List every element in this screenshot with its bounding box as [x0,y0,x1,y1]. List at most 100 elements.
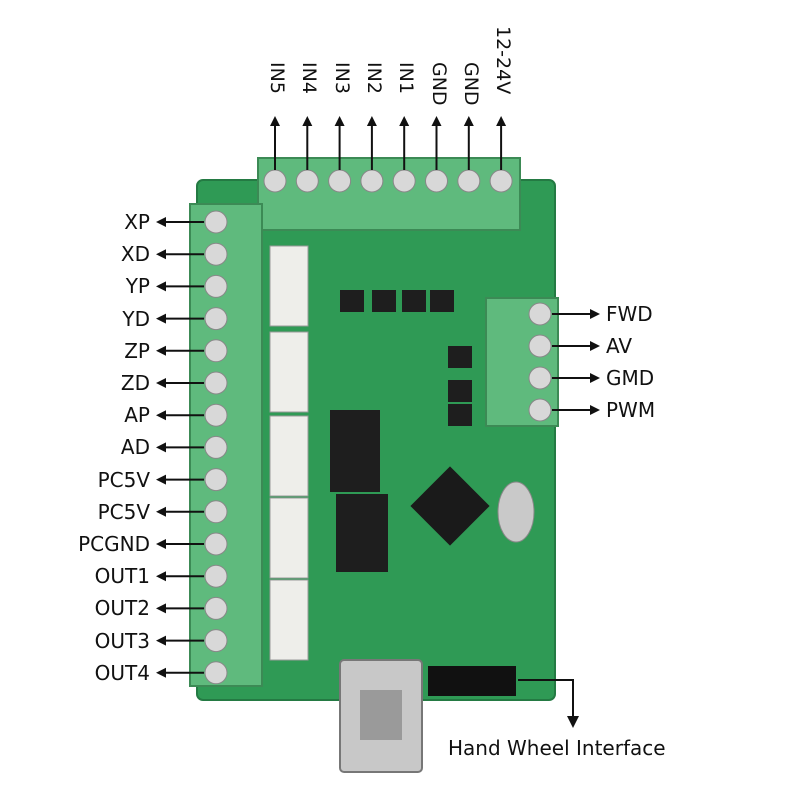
top-screw-terminal [328,169,352,193]
optocoupler [448,346,472,368]
top-pin-arrowhead [431,116,442,126]
left-pin-arrowhead [156,345,166,356]
right-pin-arrowhead [590,341,600,351]
left-pin-label: ZP [124,338,150,363]
left-pin-label: PCGND [78,532,150,556]
top-screw-terminal [263,169,287,193]
left-pin-label: AD [120,435,150,460]
handwheel-caption: Hand Wheel Interface [448,736,666,760]
left-pin-arrowhead [156,667,166,678]
left-screw-terminal [204,564,228,588]
right-pin-arrowhead [590,309,600,319]
right-pin-label: AV [606,334,633,358]
top-pin-label: IN4 [298,62,321,94]
top-pin-label: GND [427,62,450,106]
top-pin-arrowhead [334,116,345,126]
optocoupler [402,290,426,312]
right-screw-terminal [528,334,552,358]
jst-connector [269,415,309,497]
left-screw-terminal [204,242,228,266]
top-pin-label: GND [459,62,482,106]
top-pin-arrowhead [463,116,474,126]
left-pin-arrowhead [156,410,166,421]
handwheel-leader-line [518,679,574,718]
left-pin-label: PC5V [97,467,150,492]
left-screw-terminal [204,307,228,331]
handwheel-arrowhead [567,716,579,728]
left-pin-arrowhead [156,217,166,227]
top-screw-terminal [360,169,384,193]
top-screw-terminal [489,169,513,193]
left-pin-arrowhead [156,506,166,517]
left-pin-arrowhead [156,539,166,549]
left-pin-label: AP [124,403,150,428]
jst-connector [269,497,309,579]
left-pin-arrowhead [156,281,166,292]
left-screw-terminal [204,435,228,459]
left-pin-arrowhead [156,635,166,646]
driver-ic [330,410,380,492]
right-pin-arrowhead [590,405,600,415]
right-pin-label: FWD [606,302,653,326]
left-pin-arrowhead [156,474,166,485]
jst-connector [269,245,309,327]
top-screw-terminal [295,169,319,193]
left-screw-terminal [204,661,228,685]
left-pin-label: ZD [120,371,150,395]
crystal [497,481,535,543]
top-pin-arrowhead [302,116,313,126]
left-pin-arrowhead [156,571,166,582]
left-pin-label: YD [122,306,150,331]
right-screw-terminal [528,398,552,422]
left-pin-label: PC5V [97,499,150,524]
right-screw-terminal [528,302,552,326]
top-pin-arrowhead [496,116,507,126]
optocoupler [340,290,364,312]
left-screw-terminal [204,532,228,556]
left-pin-arrowhead [156,442,166,453]
top-screw-terminal [457,169,481,193]
left-screw-terminal [204,500,228,524]
left-screw-terminal [204,596,228,620]
handwheel-header [428,666,516,696]
optocoupler [448,404,472,426]
optocoupler [448,380,472,402]
left-pin-label: OUT1 [94,564,150,589]
optocoupler [430,290,454,312]
right-pin-arrowhead [590,373,600,383]
left-pin-arrowhead [156,603,166,614]
left-pin-label: XD [120,242,150,267]
left-screw-terminal [204,274,228,298]
left-pin-label: OUT3 [94,628,150,653]
top-screw-terminal [425,169,448,193]
top-pin-label: IN3 [330,62,353,94]
usb-b-port-opening [360,690,402,740]
left-pin-label: OUT4 [94,660,150,685]
top-pin-arrowhead [366,116,377,126]
right-pin-label: GMD [606,366,655,390]
left-screw-terminal [204,371,228,395]
left-screw-terminal [204,468,228,492]
left-pin-label: OUT2 [94,596,150,621]
jst-connector [269,331,309,413]
right-screw-terminal [528,366,552,390]
left-screw-terminal [204,210,228,234]
top-pin-label: IN5 [266,62,288,94]
optocoupler [372,290,396,312]
top-pin-label: 12-24V [492,26,515,95]
jst-connector [269,579,309,661]
top-screw-terminal [392,169,416,193]
top-pin-label: IN2 [362,62,385,94]
top-pin-label: IN1 [395,62,418,94]
left-screw-terminal [204,403,228,427]
driver-ic [336,494,388,572]
left-screw-terminal [204,339,228,363]
top-pin-arrowhead [399,116,410,126]
microcontroller-ic [410,466,490,546]
top-terminal-block [257,157,521,231]
left-pin-label: XP [124,210,150,234]
top-pin-arrowhead [270,116,280,126]
left-pin-arrowhead [156,249,166,260]
